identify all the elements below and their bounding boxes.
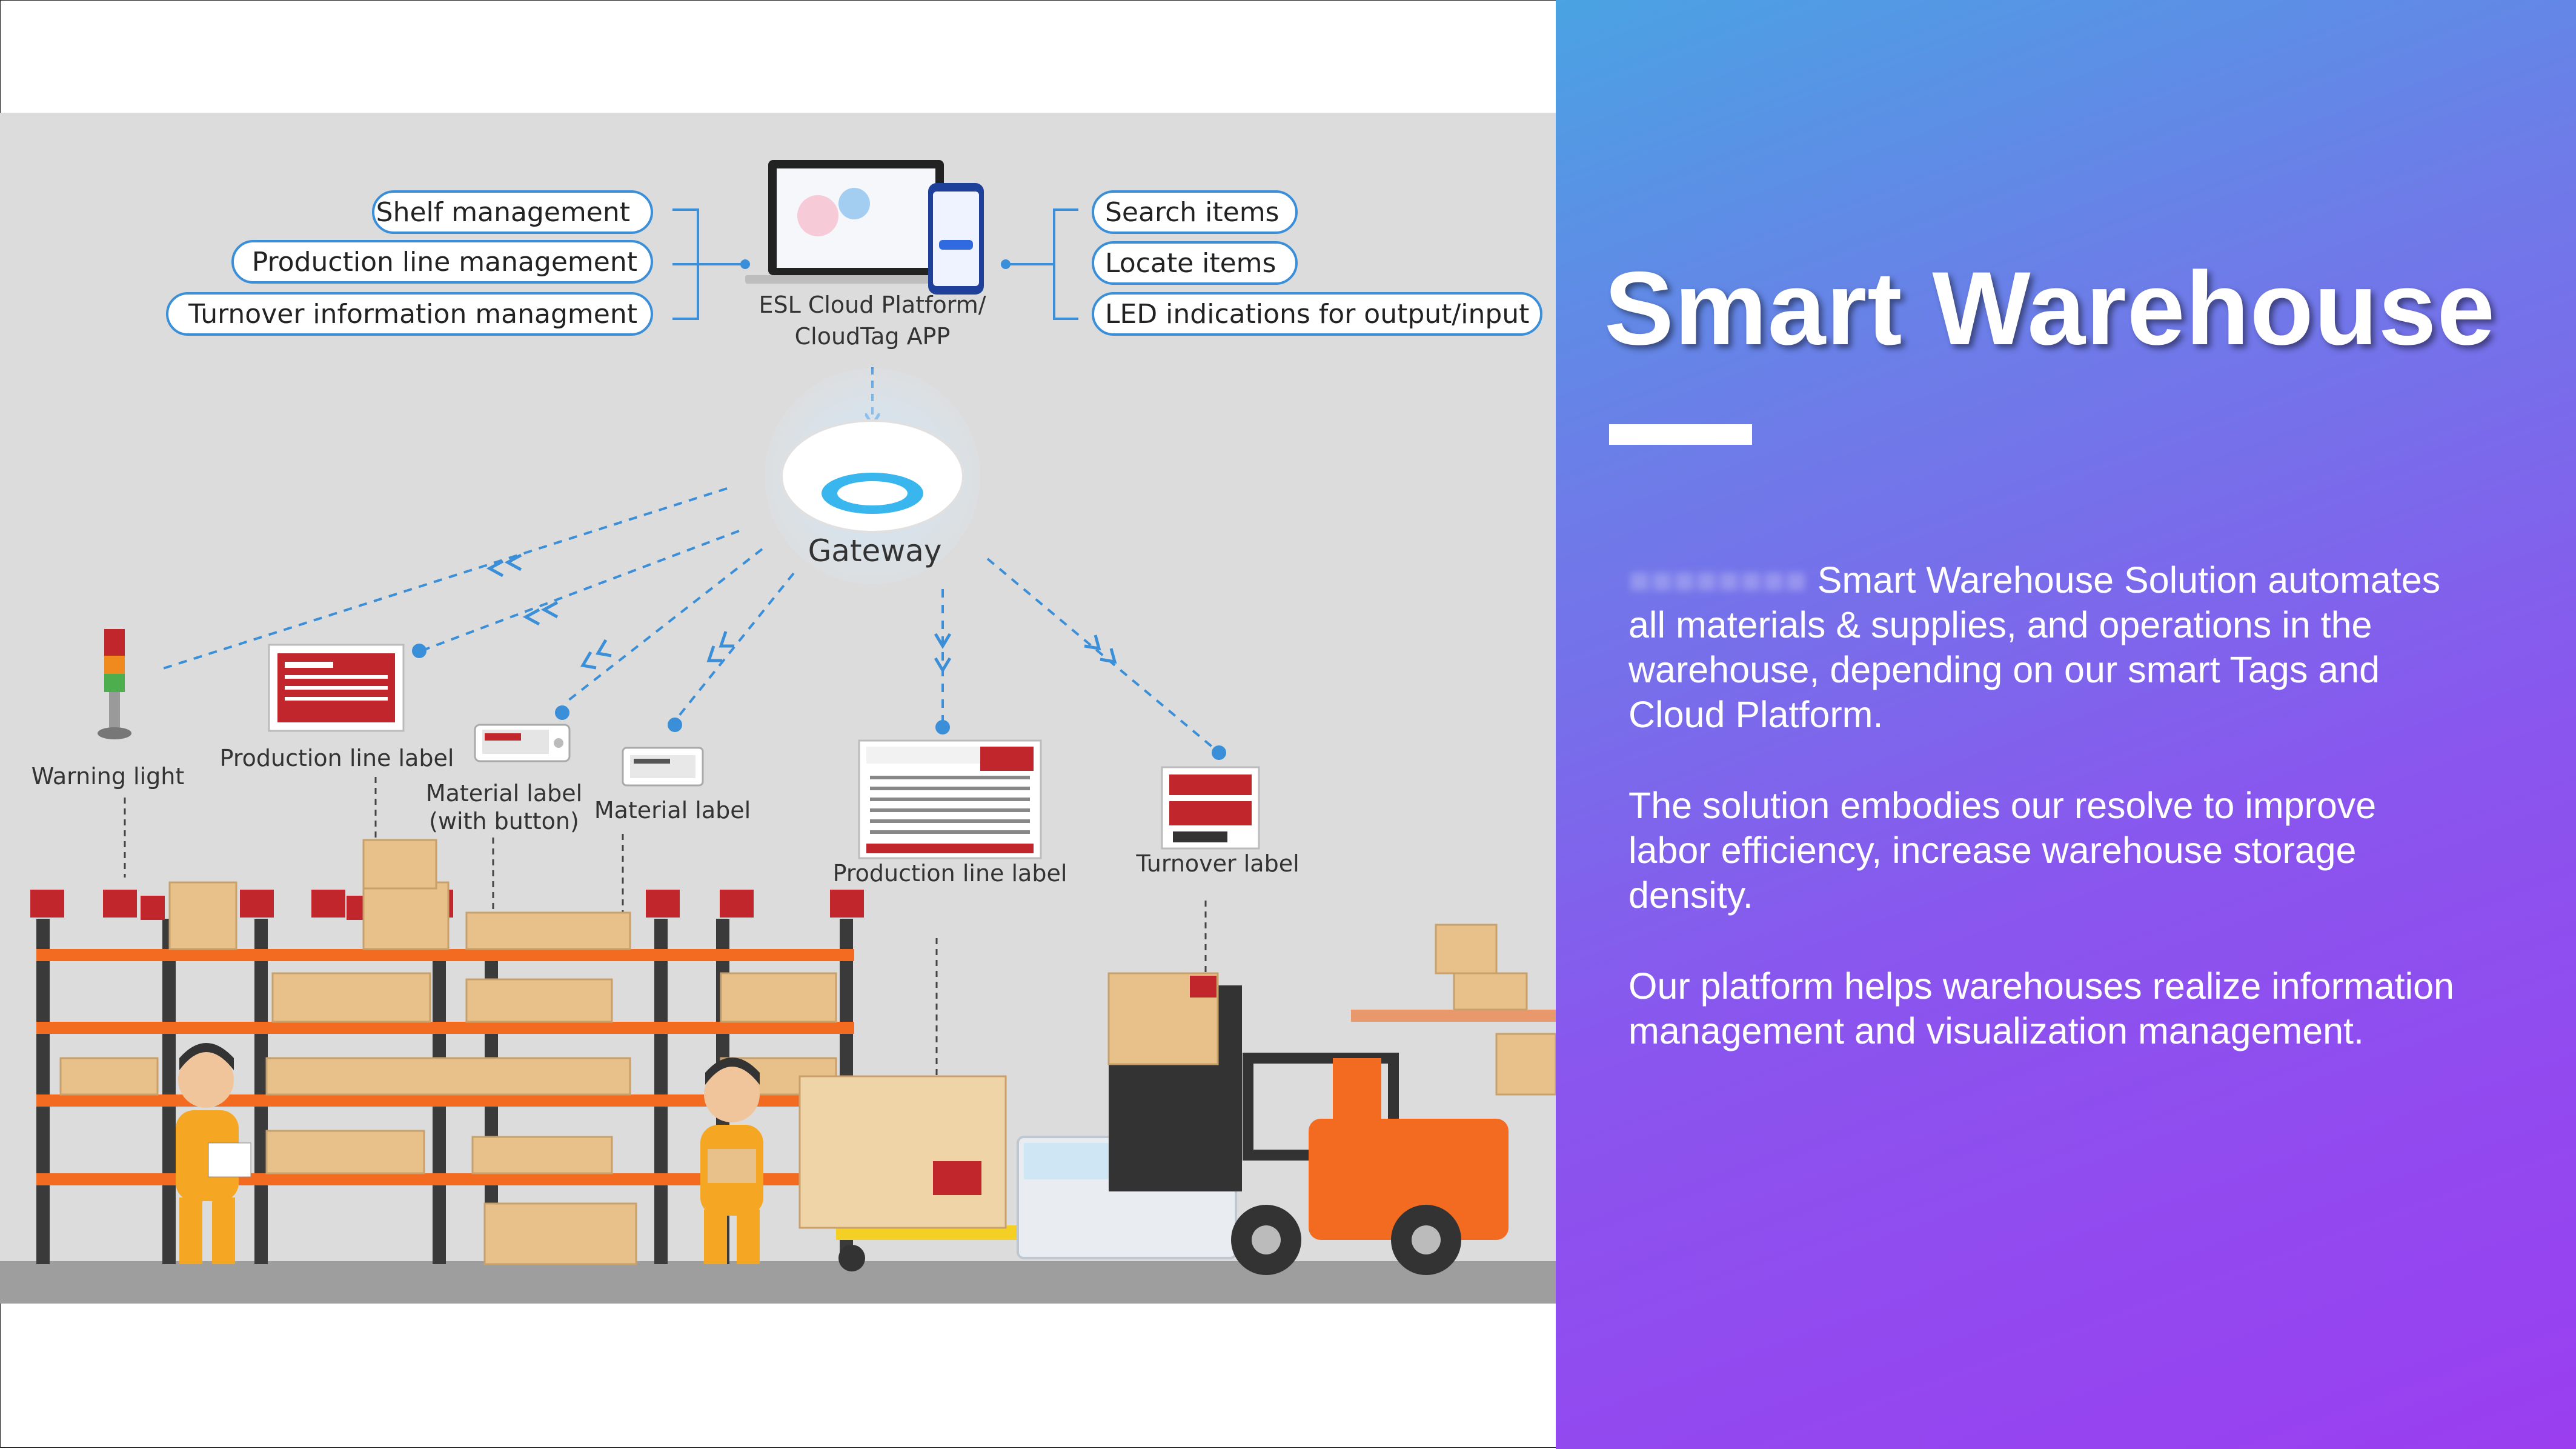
- platform-label-line2: CloudTag APP: [795, 323, 951, 350]
- feature-production-line-management: Production line management: [252, 247, 637, 278]
- forklift: [1107, 972, 1509, 1275]
- material-tag: [622, 747, 704, 787]
- right-feature-list: Search items Locate items LED indication…: [1092, 190, 1542, 336]
- phone-icon: [928, 183, 984, 295]
- page-title: Smart Warehouse: [1604, 250, 2496, 367]
- laptop-icon: [745, 160, 967, 284]
- description-paragraph-2: The solution embodies our resolve to imp…: [1628, 785, 2377, 916]
- turnover-tag: [1161, 766, 1260, 850]
- caption-material-label-button-1: Material label: [426, 780, 582, 807]
- feature-led-indications: LED indications for output/input: [1105, 299, 1529, 330]
- worker-center: [700, 1058, 763, 1264]
- left-bracket: [672, 208, 745, 320]
- warning-light-icon: [98, 629, 131, 739]
- worker-left: [176, 1043, 251, 1264]
- pallet-jack: [798, 1075, 1018, 1271]
- feature-search-items: Search items: [1105, 197, 1279, 228]
- caption-production-line-label-a: Production line label: [220, 745, 454, 771]
- link-chevrons: [486, 553, 1117, 673]
- paragraph-1-text: Smart Warehouse Solution automates all m…: [1628, 559, 2441, 735]
- production-line-tag-b: [858, 739, 1042, 859]
- right-bracket: [1006, 208, 1078, 320]
- gateway-label: Gateway: [808, 533, 942, 568]
- platform-label-line1: ESL Cloud Platform/: [759, 291, 986, 318]
- caption-turnover-label: Turnover label: [1135, 850, 1299, 877]
- production-line-tag-a: [268, 644, 405, 732]
- back-racks-right: [1351, 924, 1556, 1096]
- description-paragraph-3: Our platform helps warehouses realize in…: [1628, 965, 2454, 1051]
- caption-material-label: Material label: [594, 797, 751, 824]
- redacted-brand: ■■■■■■■■: [1628, 559, 1817, 601]
- wireless-links: [157, 487, 1219, 753]
- material-tag-button: [474, 724, 571, 762]
- info-panel: [1556, 0, 2576, 1449]
- warehouse-illustration: Shelf management Production line managem…: [0, 113, 1556, 1304]
- caption-warning-light: Warning light: [32, 763, 185, 790]
- left-feature-list: Shelf management Production line managem…: [166, 190, 653, 336]
- feature-turnover-information: Turnover information managment: [188, 299, 637, 330]
- feature-shelf-management: Shelf management: [376, 197, 630, 228]
- feature-locate-items: Locate items: [1105, 248, 1276, 279]
- gateway-device: [765, 368, 980, 584]
- caption-production-line-label-b: Production line label: [833, 860, 1067, 887]
- description-paragraph-1: ■■■■■■■■ Smart Warehouse Solution automa…: [1628, 558, 2465, 737]
- title-underline: [1609, 424, 1752, 445]
- caption-material-label-button-2: (with button): [429, 808, 579, 834]
- floor: [0, 1261, 1556, 1304]
